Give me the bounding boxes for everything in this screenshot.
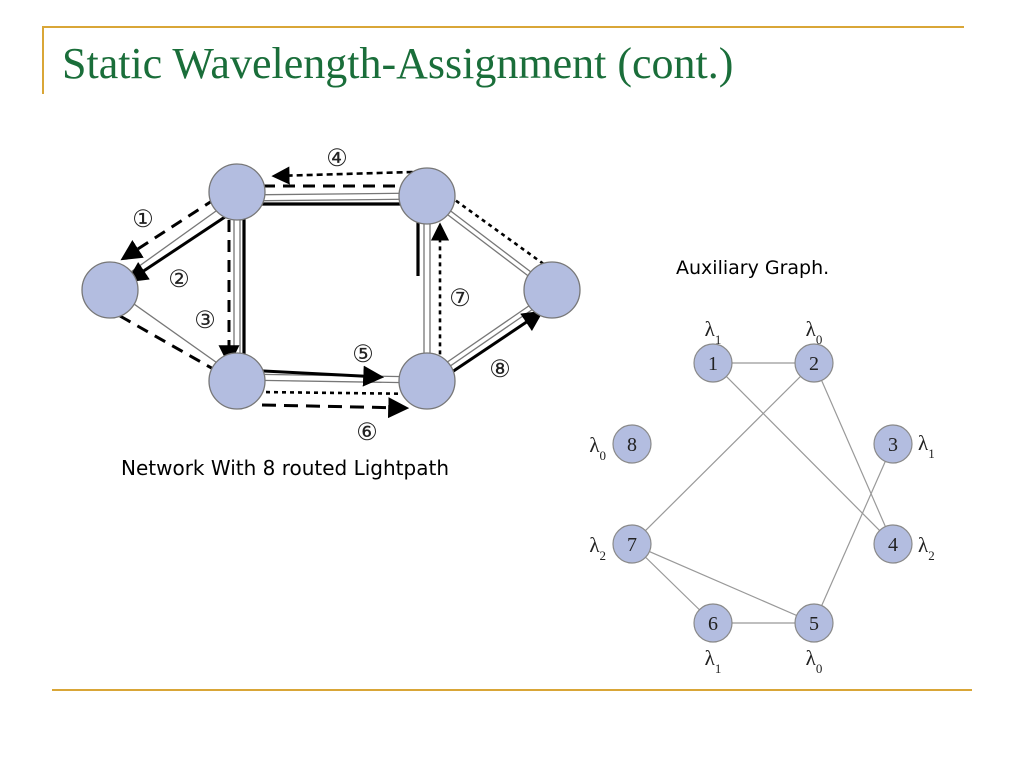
aux-edges (631, 362, 894, 624)
lightpath-5-upper (242, 202, 420, 370)
aux-node-label-3: 3 (888, 434, 898, 456)
lightpath-label-1: ① (132, 207, 154, 233)
aux-node-8 (612, 424, 652, 464)
aux-wavelength-6: λ1 (705, 646, 722, 676)
lightpath-label-2: ② (168, 267, 190, 293)
network-node-left (81, 261, 139, 319)
aux-node-1 (693, 343, 733, 383)
auxiliary-graph: 1 λ1 2 λ0 3 λ1 4 λ2 5 λ0 6 λ1 7 λ2 8 λ0 (589, 317, 934, 676)
aux-node-7 (612, 524, 652, 564)
aux-nodes: 1 λ1 2 λ0 3 λ1 4 λ2 5 λ0 6 λ1 7 λ2 8 λ0 (589, 317, 934, 676)
lightpath-label-5: ⑤ (352, 342, 374, 368)
lightpath-label-4: ④ (326, 146, 348, 172)
network-node-top-right (398, 167, 456, 225)
aux-node-label-7: 7 (627, 534, 637, 556)
aux-wavelength-1: λ1 (705, 317, 722, 347)
aux-edge-1-4 (712, 362, 894, 545)
network-caption: Network With 8 routed Lightpath (121, 456, 449, 480)
aux-wavelength-5: λ0 (806, 646, 823, 676)
aux-node-5 (794, 603, 834, 643)
lightpath-6 (261, 397, 410, 419)
aux-node-6 (693, 603, 733, 643)
lightpath-label-7: ⑦ (449, 286, 471, 312)
aux-node-4 (873, 524, 913, 564)
aux-wavelength-8: λ0 (589, 433, 606, 463)
aux-edge-2-4 (813, 362, 894, 545)
aux-wavelength-3: λ1 (918, 431, 935, 461)
network-node-bottom-left (208, 352, 266, 410)
network-diagram: ① ② ③ ④ ⑤ ⑥ ⑦ ⑧ (81, 146, 581, 446)
aux-caption: Auxiliary Graph. (676, 257, 830, 279)
network-node-top-left (208, 163, 266, 221)
lightpath-label-3: ③ (194, 308, 216, 334)
aux-edge-2-7 (631, 362, 815, 545)
lightpath-8 (451, 310, 544, 374)
aux-node-2 (794, 343, 834, 383)
aux-edge-7-5 (631, 543, 815, 624)
aux-edge-3-5 (813, 443, 894, 624)
aux-node-label-1: 1 (708, 353, 718, 375)
aux-node-label-2: 2 (809, 353, 819, 375)
aux-wavelength-2: λ0 (806, 317, 823, 347)
aux-wavelength-7: λ2 (589, 533, 606, 563)
bottom-accent-rule (52, 689, 972, 691)
aux-node-label-6: 6 (708, 613, 718, 635)
network-node-right (523, 261, 581, 319)
aux-node-label-8: 8 (627, 434, 637, 456)
slide-title: Static Wavelength-Assignment (cont.) (62, 39, 734, 88)
network-node-bottom-right (398, 352, 456, 410)
aux-wavelength-4: λ2 (918, 533, 935, 563)
lightpath-5 (243, 365, 385, 387)
aux-node-label-5: 5 (809, 613, 819, 635)
aux-node-label-4: 4 (888, 534, 898, 556)
title-accent-rule-top (42, 26, 964, 28)
lightpath-label-8: ⑧ (489, 357, 511, 383)
lightpath-label-6: ⑥ (356, 420, 378, 446)
network-nodes (81, 163, 581, 410)
aux-node-3 (873, 424, 913, 464)
title-accent-rule-left (42, 26, 44, 94)
